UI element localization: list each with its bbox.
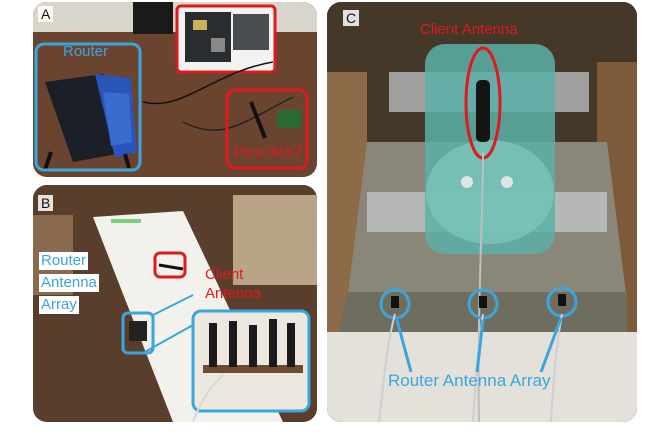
- client-antenna-label-line1: Client: [205, 266, 244, 283]
- panel-b-photo: B Router Antenna Array Client Antenna: [33, 185, 317, 422]
- router-antenna-array-label-line2: Antenna: [39, 274, 99, 292]
- panel-a-photo: A Router Pico IMX7: [33, 2, 317, 177]
- client-antenna-label-line2: Antenna: [205, 285, 261, 302]
- panel-a-scene: [33, 2, 317, 177]
- router-label: Router: [63, 43, 109, 60]
- pico-imx7-label: Pico IMX7: [234, 144, 303, 161]
- router-antenna-array-label: Router Antenna Array: [388, 371, 551, 390]
- panel-b-letter: B: [38, 195, 54, 211]
- panel-c-letter: C: [343, 10, 360, 26]
- router-antenna-array-label-line3: Array: [39, 296, 79, 314]
- router-antenna-array-label-line1: Router: [39, 252, 89, 270]
- panel-c-scene: [327, 2, 637, 422]
- panel-a-letter: A: [38, 6, 54, 22]
- panel-c-photo: C Client Antenna Router Antenna Array: [327, 2, 637, 422]
- client-antenna-label: Client Antenna: [420, 21, 518, 38]
- panel-b-scene: [33, 185, 317, 422]
